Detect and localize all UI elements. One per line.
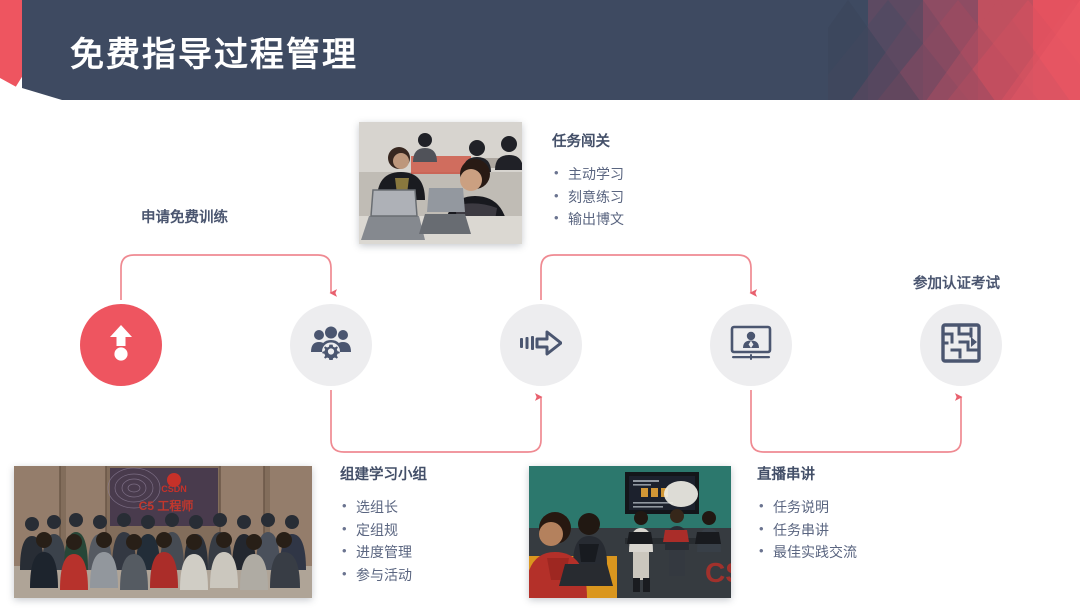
card-list-task-challenge: 主动学习 刻意练习 输出博文	[552, 162, 624, 231]
list-item: 参与活动	[340, 563, 427, 587]
flow-node-task-challenge[interactable]	[500, 304, 582, 386]
page-title: 免费指导过程管理	[70, 36, 358, 74]
photo-lab-session: CS	[529, 466, 731, 598]
card-title-live-lecture: 直播串讲	[757, 467, 815, 483]
flow-label-apply: 申请免费训练	[141, 210, 228, 226]
card-task-challenge: 任务闯关 主动学习 刻意练习 输出博文	[552, 130, 624, 231]
flow-label-certification-exam: 参加认证考试	[913, 276, 1000, 292]
connector-group-to-tasks	[330, 390, 543, 453]
card-study-group: 组建学习小组 选组长 定组规 进度管理 参与活动	[340, 463, 427, 587]
slide-header: 免费指导过程管理	[0, 0, 1080, 112]
connector-apply-to-group	[120, 254, 337, 300]
list-item: 最佳实践交流	[757, 540, 857, 564]
flow-node-live-lecture[interactable]	[710, 304, 792, 386]
card-list-study-group: 选组长 定组规 进度管理 参与活动	[340, 495, 427, 587]
list-item: 定组规	[340, 518, 427, 542]
video-presenter-icon	[730, 325, 772, 366]
flow-node-study-group[interactable]	[290, 304, 372, 386]
svg-text:CS: CS	[705, 557, 731, 588]
flow-node-certification-exam[interactable]	[920, 304, 1002, 386]
flow-node-apply[interactable]	[80, 304, 162, 386]
card-title-study-group: 组建学习小组	[340, 467, 427, 483]
fast-forward-icon	[520, 329, 563, 362]
list-item: 主动学习	[552, 162, 624, 186]
svg-text:CSDN: CSDN	[161, 484, 187, 494]
up-arrow-pin-icon	[104, 323, 138, 368]
people-gear-icon	[310, 326, 352, 365]
card-list-live-lecture: 任务说明 任务串讲 最佳实践交流	[757, 495, 857, 564]
card-title-task-challenge: 任务闯关	[552, 134, 610, 150]
list-item: 刻意练习	[552, 185, 624, 209]
list-item: 任务串讲	[757, 518, 857, 542]
list-item: 任务说明	[757, 495, 857, 519]
connector-live-to-exam	[750, 390, 963, 453]
card-live-lecture: 直播串讲 任务说明 任务串讲 最佳实践交流	[757, 463, 857, 564]
list-item: 输出博文	[552, 207, 624, 231]
photo-group-ceremony: CSDN C5 工程师	[14, 466, 312, 598]
svg-text:C5 工程师: C5 工程师	[139, 498, 194, 513]
list-item: 进度管理	[340, 540, 427, 564]
photo-classroom-laptops	[359, 122, 522, 244]
header-geometric-pattern	[828, 0, 1080, 112]
connector-tasks-to-live	[540, 254, 757, 300]
list-item: 选组长	[340, 495, 427, 519]
maze-exit-icon	[941, 322, 981, 368]
